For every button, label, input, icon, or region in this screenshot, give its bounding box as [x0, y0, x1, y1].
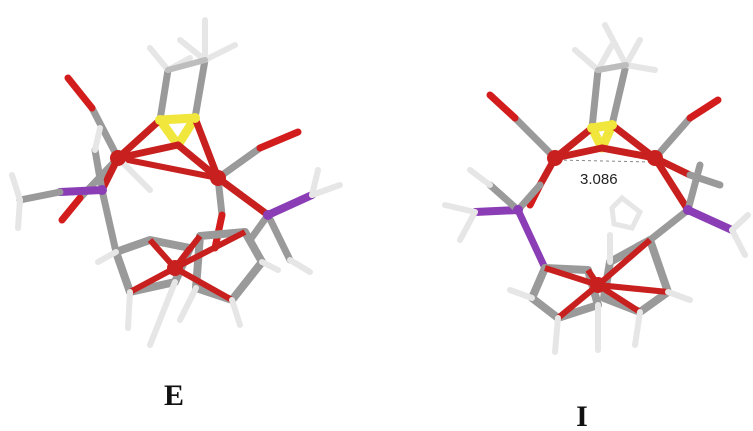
structure-e: E: [9, 17, 343, 412]
fe-fe-distance-label: 3.086: [580, 171, 618, 188]
panel-label-e: E: [164, 379, 184, 412]
structure-i: 3.086 I: [442, 22, 751, 431]
fe-fe-distance-line: [557, 159, 653, 163]
structure-i-bonds: [442, 22, 751, 355]
panel-label-i: I: [576, 400, 588, 431]
structure-e-bonds: [9, 17, 343, 348]
structure-i-metal-centers: [513, 120, 693, 293]
structure-e-metal-centers: [97, 113, 273, 276]
